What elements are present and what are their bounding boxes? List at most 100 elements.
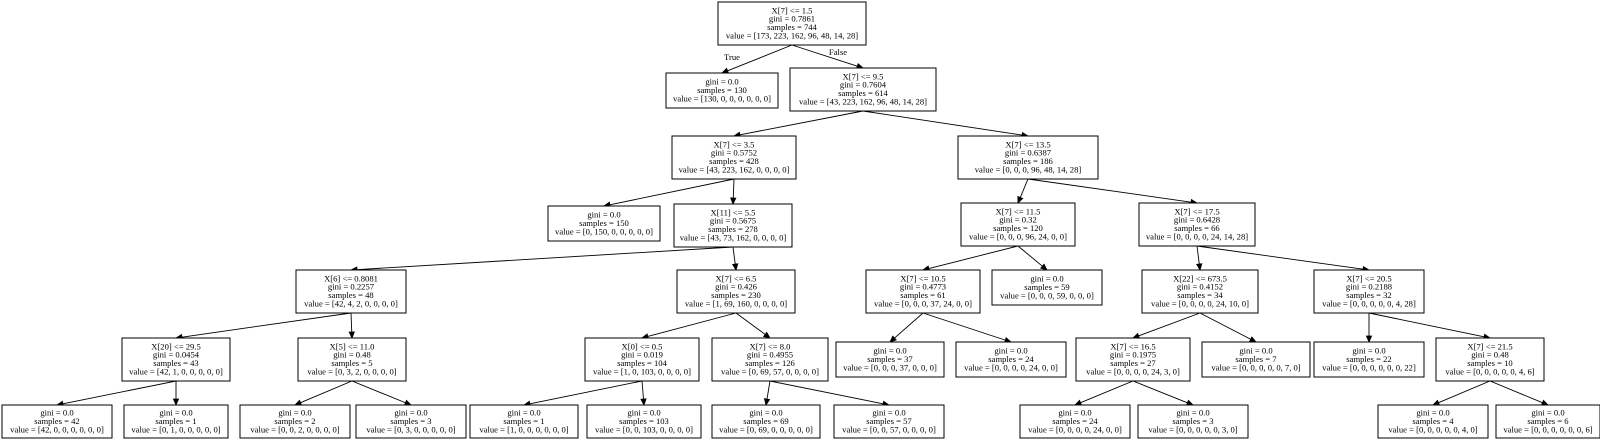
node-line: X[7] <= 11.5	[996, 206, 1041, 216]
tree-edge-n2-n3	[733, 110, 864, 138]
node-line: samples = 24	[988, 354, 1034, 364]
edge-line	[791, 44, 858, 67]
tree-edge-n9-n15	[175, 312, 352, 341]
node-line: gini = 0.0	[1531, 408, 1564, 418]
edge-line	[769, 380, 884, 405]
node-line: gini = 0.0	[507, 408, 540, 418]
edge-line	[1027, 178, 1192, 203]
node-line: gini = 0.5675	[710, 216, 756, 226]
node-line: value = [0, 0, 0, 96, 48, 14, 28]	[975, 165, 1082, 175]
node-box	[355, 404, 467, 439]
edge-line	[356, 246, 734, 271]
edge-line	[735, 312, 766, 335]
node-line: samples = 48	[328, 290, 373, 300]
node-box	[676, 269, 796, 314]
tree-edge-n6-n10	[731, 246, 739, 271]
node-box	[1, 404, 113, 439]
node-line: gini = 0.6387	[1005, 148, 1052, 158]
node-line: samples = 2	[274, 416, 315, 426]
node-line: value = [42, 1, 0, 0, 0, 0, 0]	[129, 367, 223, 377]
node-line: value = [1, 0, 0, 0, 0, 0, 0]	[479, 424, 568, 434]
node-line: value = [0, 0, 0, 0, 24, 14, 28]	[1146, 232, 1248, 242]
node-box	[789, 67, 937, 112]
node-line: X[7] <= 6.5	[716, 273, 757, 283]
edge-line	[1199, 312, 1251, 340]
node-box	[547, 205, 661, 242]
arrowhead-icon	[403, 399, 412, 406]
node-line: gini = 0.0	[705, 77, 738, 87]
node-box	[671, 135, 797, 180]
edge-line	[1080, 380, 1134, 404]
tree-edge-n18-n32	[769, 380, 890, 407]
node-box	[121, 337, 231, 382]
arrowhead-icon	[348, 331, 355, 340]
node-line: samples = 10	[1467, 358, 1512, 368]
edge-line	[1196, 245, 1364, 270]
node-line: value = [43, 223, 162, 0, 0, 0, 0]	[679, 165, 790, 175]
tree-edge-n17-n29	[523, 380, 643, 407]
arrowhead-icon	[731, 263, 739, 271]
edge-line	[922, 312, 1006, 341]
true-edge-label: True	[724, 52, 740, 62]
node-line: gini = 0.426	[715, 282, 758, 292]
edge-line	[1438, 380, 1491, 404]
tree-edge-n14-n24	[1368, 312, 1491, 340]
tree-edge-n21-n34	[1132, 380, 1194, 406]
node-line: samples = 130	[697, 85, 747, 95]
node-line: samples = 43	[153, 358, 198, 368]
edge-line	[1019, 178, 1029, 198]
arrowhead-icon	[1017, 195, 1024, 204]
edge-line	[641, 380, 644, 400]
arrowhead-icon	[1185, 399, 1194, 406]
node-box	[1313, 341, 1425, 378]
node-line: samples = 744	[767, 22, 817, 32]
node-line: samples = 66	[1174, 223, 1220, 233]
node-box	[1313, 269, 1425, 314]
edge-line	[732, 178, 735, 199]
tree-edge-n10-n18	[735, 312, 771, 339]
tree-edge-n0-n2	[791, 44, 864, 70]
tree-edge-n9-n16	[348, 312, 355, 340]
arrowhead-icon	[1365, 335, 1373, 344]
node-line: samples = 1	[503, 416, 544, 426]
node-line: gini = 0.0	[994, 346, 1027, 356]
node-line: value = [0, 0, 0, 59, 0, 0, 0]	[1000, 290, 1094, 300]
node-line: value = [1, 0, 103, 0, 0, 0, 0]	[593, 367, 691, 377]
node-line: value = [42, 4, 2, 0, 0, 0, 0]	[304, 299, 398, 309]
node-line: gini = 0.0	[1416, 408, 1449, 418]
node-line: samples = 614	[838, 88, 888, 98]
node-line: samples = 24	[1052, 416, 1098, 426]
node-box	[711, 404, 821, 439]
node-line: samples = 230	[711, 290, 761, 300]
node-line: gini = 0.0	[587, 210, 620, 220]
node-box	[1138, 202, 1256, 247]
node-box	[1495, 404, 1600, 439]
node-line: value = [0, 0, 0, 0, 0, 0, 6]	[1503, 424, 1592, 434]
tree-edge-n14-n23	[1365, 313, 1373, 344]
arrowhead-icon	[172, 398, 180, 407]
node-line: value = [0, 0, 0, 37, 24, 0, 0]	[874, 299, 972, 309]
node-box	[833, 404, 945, 439]
node-line: X[7] <= 20.5	[1346, 273, 1391, 283]
arrowhead-icon	[294, 399, 303, 406]
edge-line	[732, 246, 736, 265]
edge-line	[62, 380, 177, 405]
node-line: value = [0, 3, 2, 0, 0, 0, 0]	[307, 367, 396, 377]
